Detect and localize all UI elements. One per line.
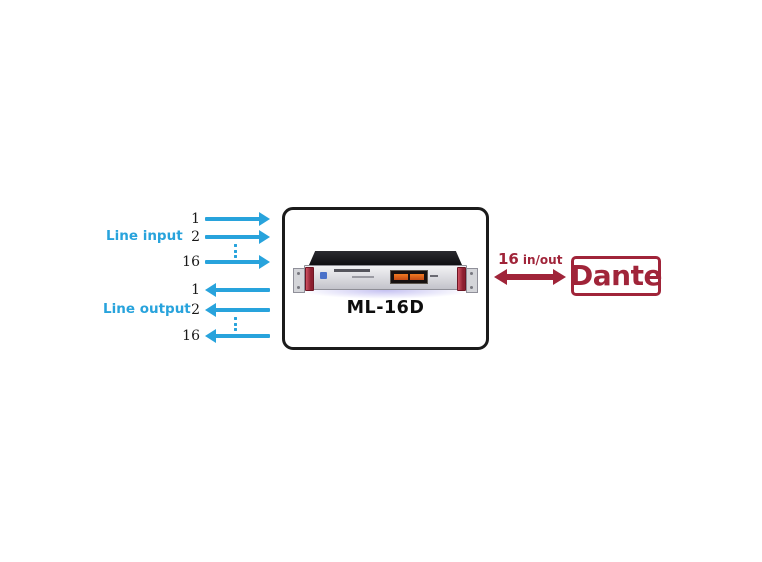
- arrow-head: [259, 255, 270, 269]
- arrow-shaft: [214, 334, 270, 338]
- dante-channel-count: 16: [498, 250, 519, 268]
- power-label-print: [430, 275, 438, 277]
- brand-logo-icon: [320, 272, 327, 279]
- dante-label: Dante: [570, 259, 662, 292]
- input-arrow-icon-1: [205, 212, 270, 226]
- rack-ear-left: [293, 268, 305, 293]
- ml-16d-device-box: ML-16D: [282, 207, 489, 350]
- line-output-label: Line output: [103, 301, 191, 317]
- output-arrow-icon-1: [205, 283, 270, 297]
- device-model-label: ML-16D: [346, 298, 425, 318]
- arrow-head: [205, 283, 216, 297]
- dante-channel-direction: in/out: [522, 253, 563, 267]
- arrow-shaft: [205, 217, 261, 221]
- output-channel-16: 16: [182, 328, 200, 344]
- input-channel-2: 2: [191, 229, 200, 245]
- arrow-shaft: [505, 274, 555, 280]
- arrow-head-left: [494, 269, 507, 285]
- panel-print-line: [334, 269, 370, 272]
- device-front-panel: [304, 265, 467, 290]
- arrow-head-right: [553, 269, 566, 285]
- output-channel-1: 1: [191, 282, 200, 298]
- rack-handle-right: [457, 267, 466, 291]
- rack-ear-right: [466, 268, 478, 293]
- output-channel-2: 2: [191, 302, 200, 318]
- arrow-shaft: [214, 288, 270, 292]
- input-arrow-icon-2: [205, 230, 270, 244]
- panel-print-line: [352, 276, 374, 278]
- arrow-head: [259, 230, 270, 244]
- output-arrow-icon-2: [205, 303, 270, 317]
- arrow-head: [259, 212, 270, 226]
- device-top-panel: [309, 251, 462, 265]
- input-channel-16: 16: [182, 254, 200, 270]
- line-input-label: Line input: [106, 228, 183, 244]
- arrow-shaft: [205, 235, 261, 239]
- arrow-shaft: [214, 308, 270, 312]
- level-meter-display: [390, 270, 428, 284]
- arrow-head: [205, 303, 216, 317]
- ml-16d-device-photo: [292, 248, 479, 306]
- output-arrow-icon-16: [205, 329, 270, 343]
- arrow-head: [205, 329, 216, 343]
- rack-handle-left: [305, 267, 314, 291]
- bidirectional-arrow-icon: [494, 269, 566, 285]
- dante-link-label: 16 in/out: [498, 250, 562, 268]
- input-channel-1: 1: [191, 211, 200, 227]
- arrow-shaft: [205, 260, 261, 264]
- input-arrow-icon-16: [205, 255, 270, 269]
- dante-network-box: Dante: [570, 256, 662, 296]
